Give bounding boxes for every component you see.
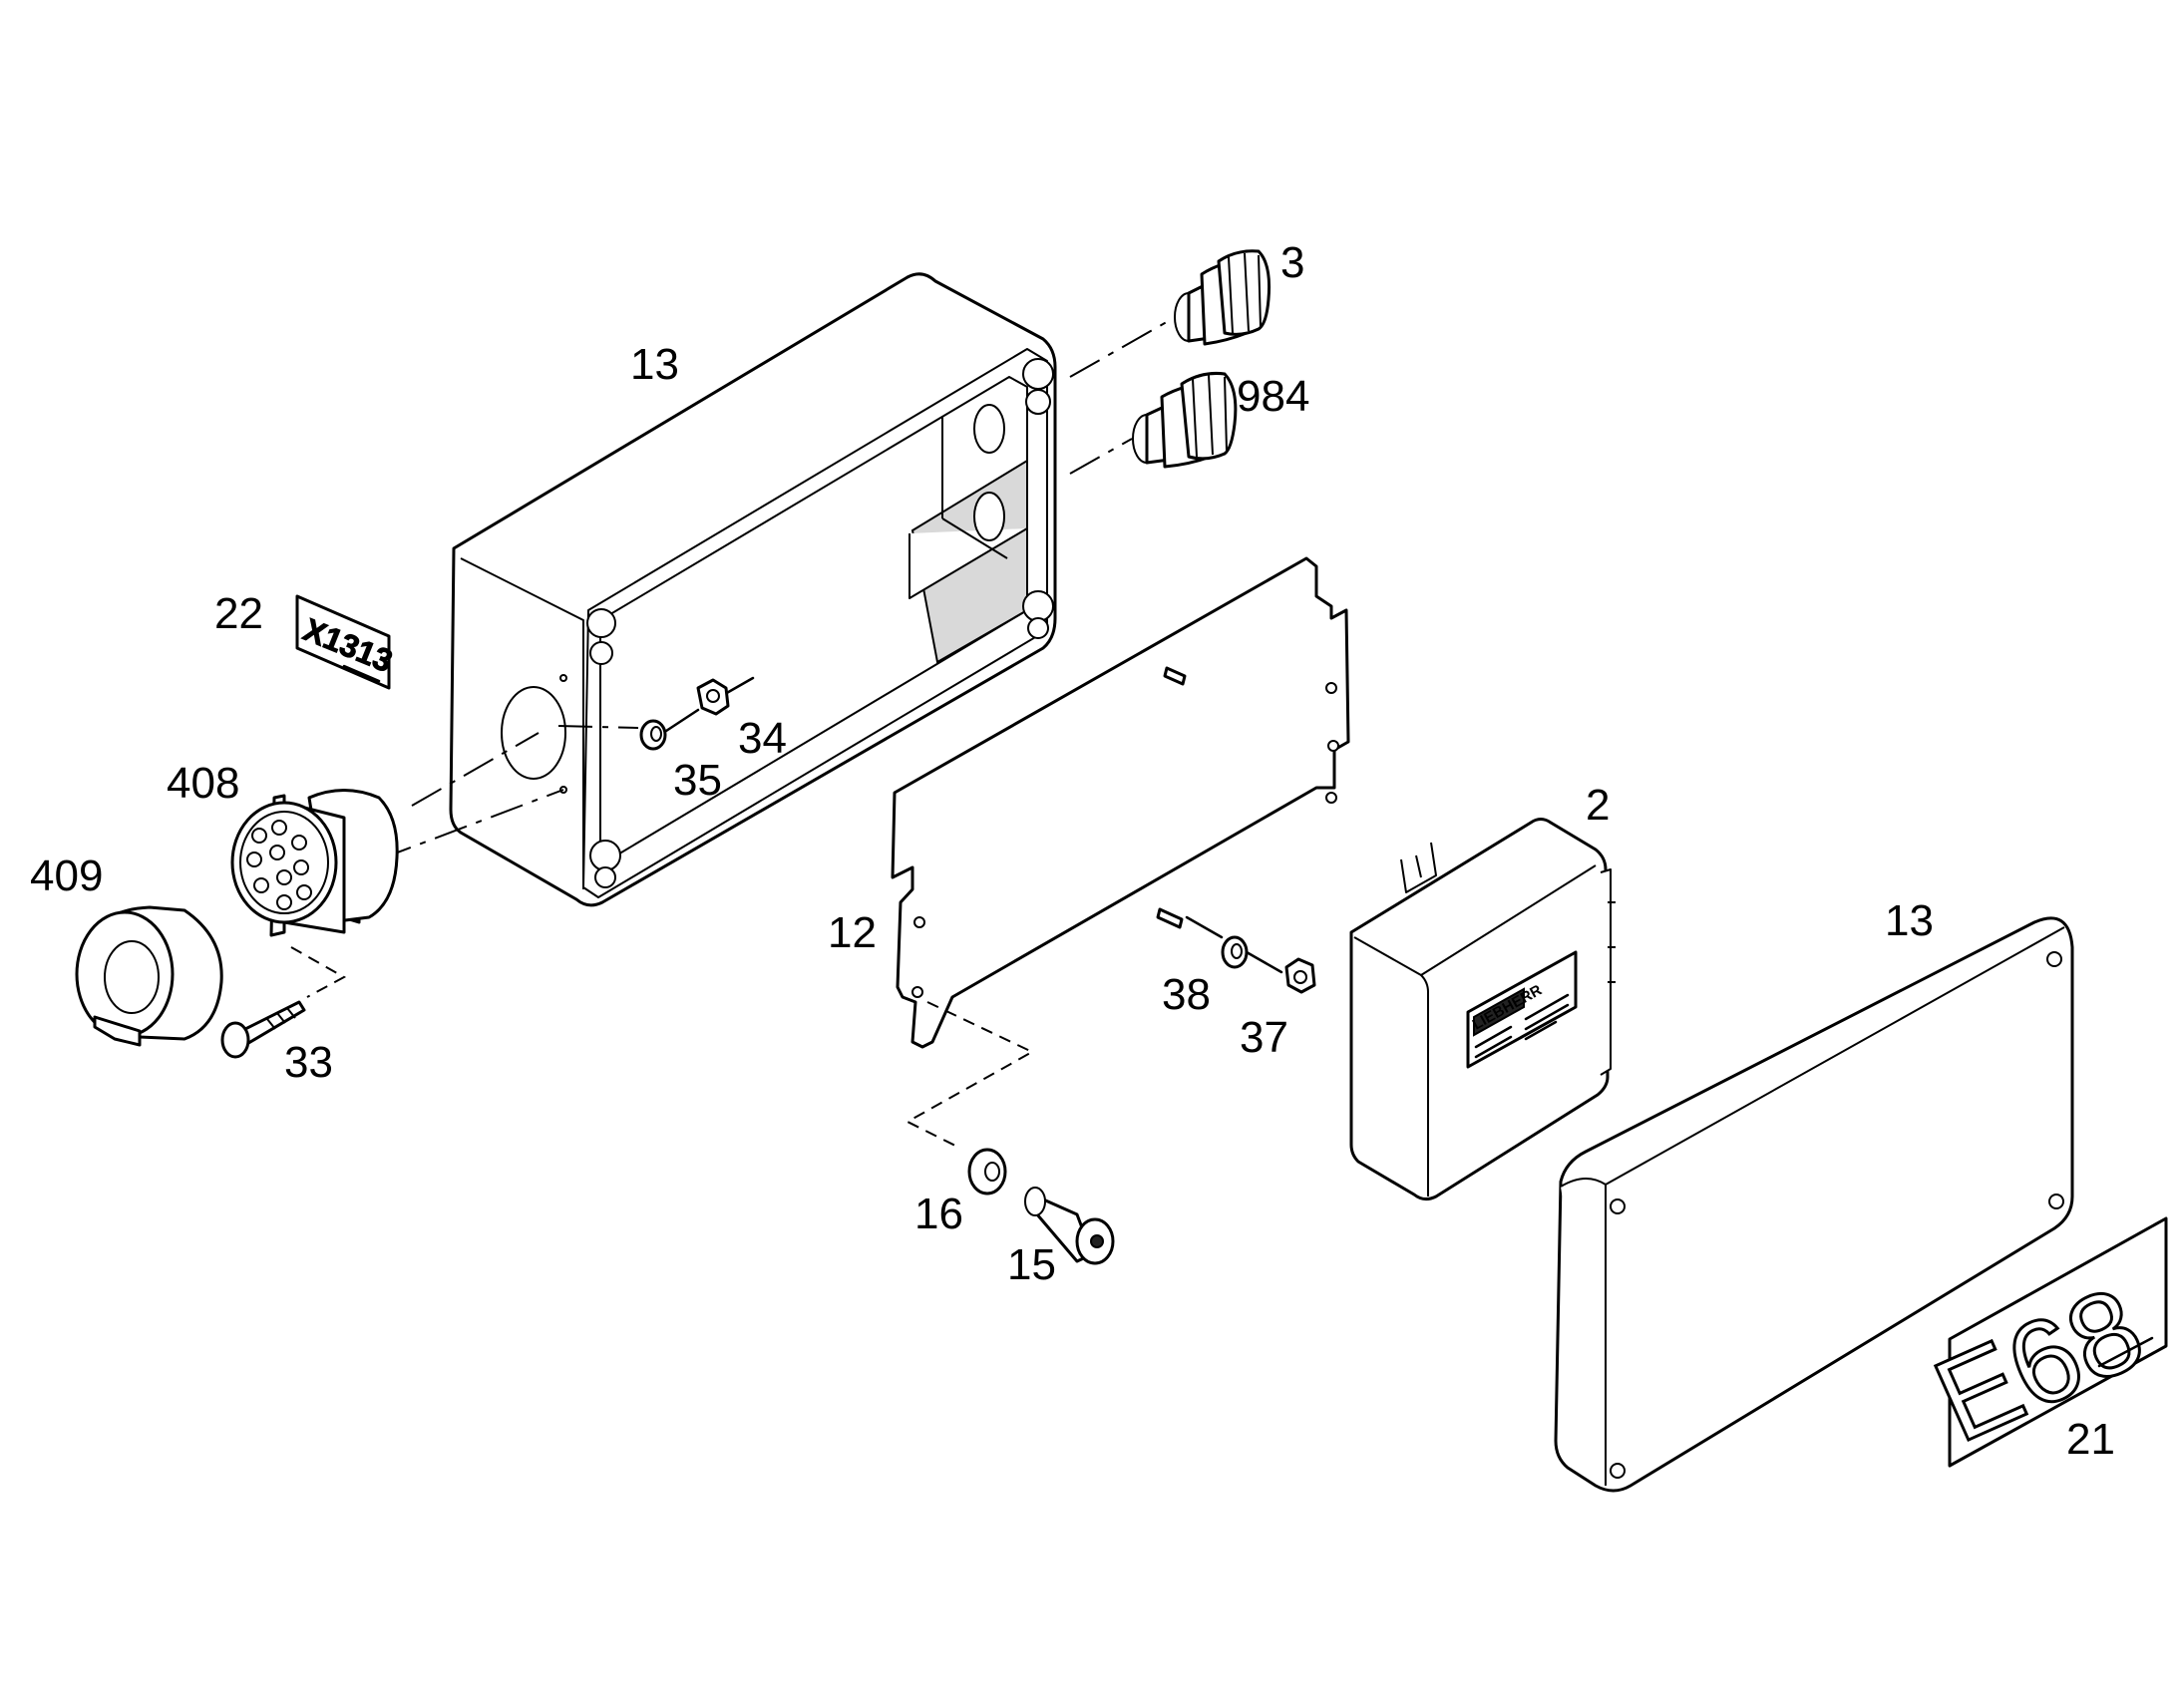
callout-37: 37 [1240,1013,1288,1062]
washer-38 [1221,935,1249,969]
tag-x1313: X1313 [295,594,398,690]
screw-15 [1024,1187,1115,1265]
nut-34 [696,678,730,716]
callout-38: 38 [1162,970,1211,1019]
housing-lid [1554,916,2074,1493]
screw-33 [220,946,347,1059]
callout-984: 984 [1237,372,1309,421]
callout-12: 12 [828,908,877,957]
callout-13-box: 13 [630,340,679,389]
callout-22: 22 [214,589,263,638]
callout-35: 35 [673,756,722,805]
callout-13-lid: 13 [1885,896,1934,945]
electronic-module-2: LIEBHERR [1349,818,1616,1201]
callout-15: 15 [1007,1240,1056,1289]
washer-16 [967,1148,1007,1196]
ring-409 [75,905,223,1047]
nut-37 [1284,957,1316,994]
callout-34: 34 [738,714,787,763]
callout-408: 408 [167,759,239,808]
callout-16: 16 [914,1190,963,1238]
callout-21: 21 [2066,1415,2115,1464]
callout-3: 3 [1280,238,1304,287]
housing-box [449,272,1057,907]
cable-gland-984 [1132,372,1238,469]
callout-2: 2 [1586,781,1610,830]
callout-409: 409 [30,852,103,900]
mounting-plate-12 [891,556,1350,1049]
connector-408 [230,789,399,937]
washer-35 [639,719,667,751]
callout-33: 33 [284,1038,333,1087]
cable-gland-3 [1174,249,1271,346]
